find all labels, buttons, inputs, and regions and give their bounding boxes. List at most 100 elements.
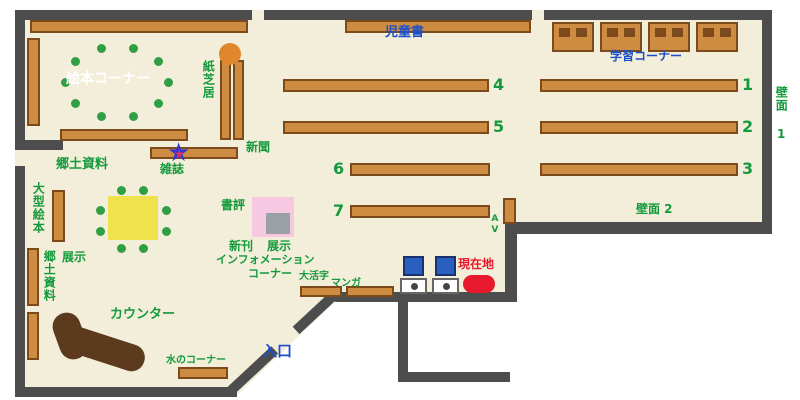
label-magazine: 雑誌 bbox=[160, 162, 185, 176]
seat-dot-icon bbox=[96, 227, 105, 236]
chair-icon bbox=[559, 28, 570, 37]
magazine-star-inner-icon: ★ bbox=[174, 147, 185, 161]
label-children-books: 児童書 bbox=[385, 25, 425, 40]
study-desk-icon bbox=[648, 22, 690, 52]
chair-icon bbox=[607, 28, 618, 37]
display-stand bbox=[266, 213, 290, 234]
chair-icon bbox=[720, 28, 731, 37]
shelf-kamishibai-1 bbox=[220, 60, 231, 140]
kiosk-base-icon bbox=[432, 278, 459, 294]
wall-top-3 bbox=[544, 10, 772, 20]
shelf-number-2: 2 bbox=[742, 117, 754, 136]
label-av: AV bbox=[489, 214, 500, 236]
shelf-row-2 bbox=[540, 121, 738, 134]
study-desk-icon bbox=[696, 22, 738, 52]
shelf-magazine bbox=[150, 147, 238, 159]
label-manga: マンガ bbox=[331, 278, 361, 289]
shelf-left-lower-1 bbox=[27, 248, 39, 306]
label-new-books: 新刊 bbox=[229, 239, 254, 253]
chair-icon bbox=[576, 28, 587, 37]
label-picture-book-corner: 絵本コーナー bbox=[66, 71, 150, 87]
seat-dot-icon bbox=[162, 206, 171, 215]
seat-dot-icon bbox=[164, 78, 173, 87]
shelf-row-4 bbox=[283, 79, 489, 92]
shelf-row-6 bbox=[350, 163, 490, 176]
label-information-2: コーナー bbox=[248, 267, 292, 280]
label-local-materials-top: 郷土資料 bbox=[56, 157, 109, 172]
seat-dot-icon bbox=[97, 44, 106, 53]
shelf-number-5: 5 bbox=[493, 117, 505, 136]
shelf-number-6: 6 bbox=[333, 159, 345, 178]
stool-icon bbox=[219, 43, 241, 65]
study-desk-icon bbox=[552, 22, 594, 52]
wall-surface-2 bbox=[515, 222, 772, 234]
shelf-local-materials bbox=[60, 129, 188, 141]
label-information-1: インフォメーション bbox=[216, 253, 315, 266]
shelf-row-3 bbox=[540, 163, 738, 176]
seat-dot-icon bbox=[71, 99, 80, 108]
shelf-number-7: 7 bbox=[333, 201, 345, 220]
wall-top-2 bbox=[264, 10, 532, 20]
label-book-review: 書評 bbox=[221, 198, 246, 212]
seat-dot-icon bbox=[117, 244, 126, 253]
label-local-materials-left: 郷土資料 bbox=[42, 250, 57, 302]
chair-icon bbox=[672, 28, 683, 37]
shelf-kamishibai-2 bbox=[233, 60, 244, 140]
wall-right bbox=[762, 10, 772, 232]
shelf-large-picture-books bbox=[52, 190, 65, 242]
wall-stub-picture-corner bbox=[15, 140, 63, 150]
shelf-number-1: 1 bbox=[742, 75, 754, 94]
shelf-left-lower-2 bbox=[27, 312, 39, 360]
kiosk-icon bbox=[435, 256, 456, 276]
shelf-top-left bbox=[30, 20, 248, 33]
seat-dot-icon bbox=[96, 206, 105, 215]
shelf-number-4: 4 bbox=[493, 75, 505, 94]
wall-back-room-vertical bbox=[398, 302, 408, 382]
label-study-corner: 学習コーナー bbox=[610, 49, 683, 63]
seat-dot-icon bbox=[61, 78, 70, 87]
label-kamishibai: 紙芝居 bbox=[201, 60, 216, 99]
seat-dot-icon bbox=[117, 186, 126, 195]
chair-icon bbox=[655, 28, 666, 37]
label-large-print: 大活字 bbox=[299, 271, 329, 282]
chair-icon bbox=[624, 28, 635, 37]
study-desk-icon bbox=[600, 22, 642, 52]
shelf-water-corner bbox=[178, 367, 228, 379]
wall-back-room-horizontal bbox=[398, 372, 510, 382]
reading-table bbox=[108, 196, 158, 240]
shelf-row-7 bbox=[350, 205, 490, 218]
label-exhibit: 展示 bbox=[62, 250, 87, 264]
seat-dot-icon bbox=[154, 99, 163, 108]
wall-mid-vertical bbox=[505, 222, 517, 302]
shelf-av bbox=[503, 198, 516, 224]
label-large-picture-books: 大型絵本 bbox=[31, 182, 46, 234]
kiosk-dot-icon bbox=[411, 283, 418, 290]
wall-left-1 bbox=[15, 10, 25, 150]
kiosk-base-icon bbox=[400, 278, 427, 294]
current-location-marker bbox=[463, 275, 495, 293]
label-new-books-exhibit: 展示 bbox=[267, 239, 292, 253]
label-wall-2: 壁面 2 bbox=[636, 202, 673, 216]
seat-dot-icon bbox=[139, 186, 148, 195]
label-water-corner: 水のコーナー bbox=[166, 355, 226, 366]
shelf-large-print bbox=[300, 286, 342, 297]
shelf-picture-corner-left bbox=[27, 38, 40, 126]
label-wall-1: 壁面 1 bbox=[774, 86, 789, 142]
label-newspaper: 新聞 bbox=[246, 140, 271, 154]
shelf-manga bbox=[346, 286, 394, 297]
shelf-row-5 bbox=[283, 121, 489, 134]
shelf-children-books bbox=[345, 20, 531, 33]
kiosk-icon bbox=[403, 256, 424, 276]
label-current-location: 現在地 bbox=[458, 257, 495, 271]
seat-dot-icon bbox=[129, 112, 138, 121]
wall-left-2 bbox=[15, 166, 25, 397]
seat-dot-icon bbox=[154, 57, 163, 66]
seat-dot-icon bbox=[162, 227, 171, 236]
wall-mid-bottom bbox=[335, 292, 517, 302]
shelf-row-1 bbox=[540, 79, 738, 92]
magazine-star-icon: ★★ bbox=[167, 138, 191, 168]
wall-top-1 bbox=[15, 10, 252, 20]
wall-bottom-left bbox=[15, 387, 237, 397]
seat-dot-icon bbox=[139, 244, 148, 253]
label-entrance: 入口 bbox=[262, 342, 293, 360]
